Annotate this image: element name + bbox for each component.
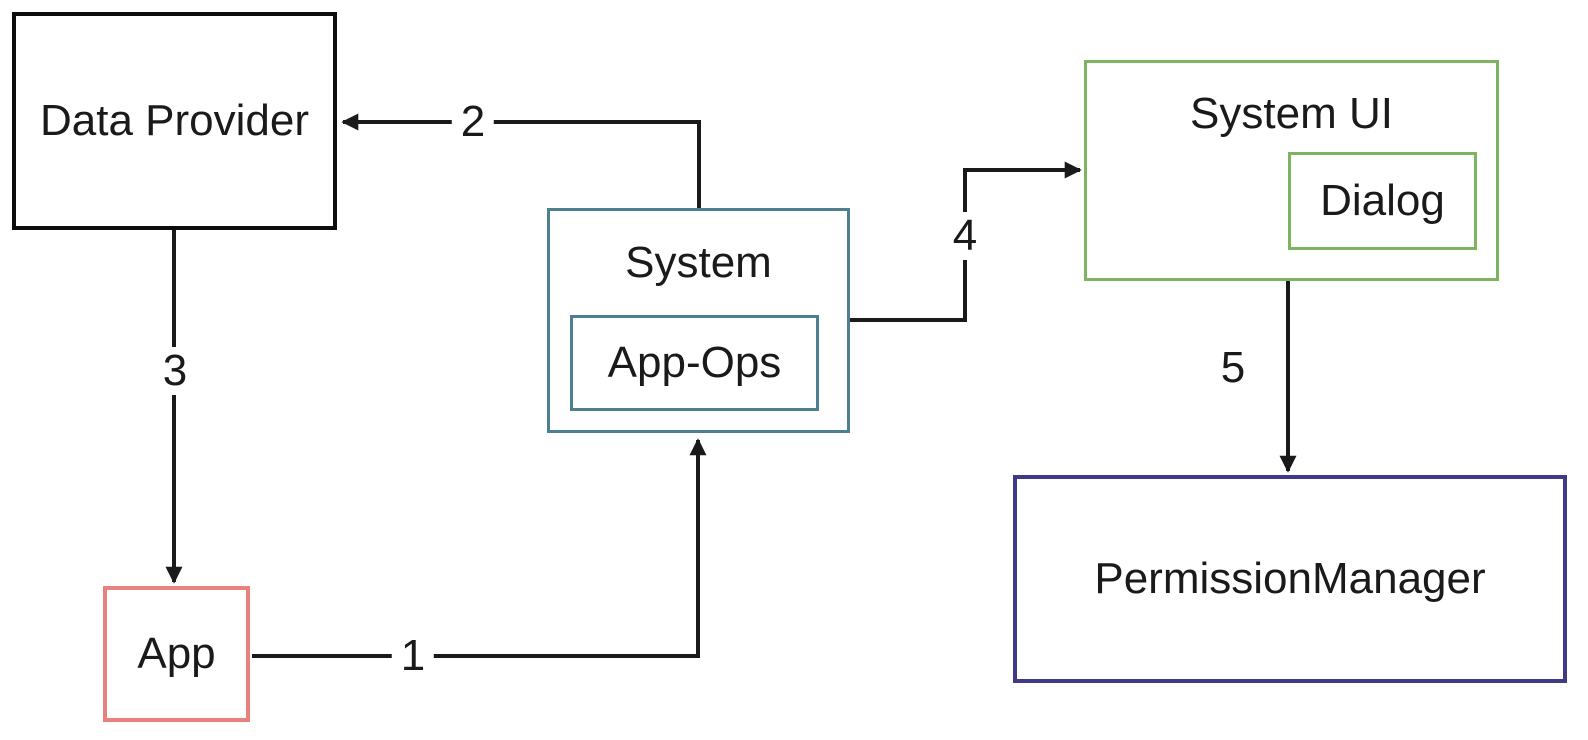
edge-label-2: 2 bbox=[451, 98, 495, 146]
node-system-label: System bbox=[625, 238, 772, 287]
edge-label-5: 5 bbox=[1211, 344, 1255, 392]
node-app: App bbox=[103, 586, 250, 722]
arrow-2-system-to-data-provider bbox=[341, 113, 701, 208]
edge-label-4: 4 bbox=[943, 212, 987, 260]
arrow-1-app-to-system bbox=[252, 438, 707, 658]
node-app-label: App bbox=[137, 628, 216, 678]
node-permission-manager: PermissionManager bbox=[1013, 475, 1567, 683]
edge-label-1: 1 bbox=[391, 632, 435, 680]
node-app-ops-label: App-Ops bbox=[607, 337, 782, 387]
edge-label-3: 3 bbox=[153, 347, 197, 395]
node-data-provider-label: Data Provider bbox=[39, 95, 309, 145]
node-system: System App-Ops bbox=[547, 208, 850, 433]
node-dialog-label: Dialog bbox=[1320, 175, 1445, 225]
node-app-ops: App-Ops bbox=[570, 315, 819, 411]
node-permission-manager-label: PermissionManager bbox=[1094, 553, 1486, 603]
node-dialog: Dialog bbox=[1288, 152, 1477, 250]
node-data-provider: Data Provider bbox=[12, 12, 337, 230]
node-system-ui: System UI Dialog bbox=[1084, 60, 1499, 281]
node-system-ui-label: System UI bbox=[1190, 89, 1393, 138]
